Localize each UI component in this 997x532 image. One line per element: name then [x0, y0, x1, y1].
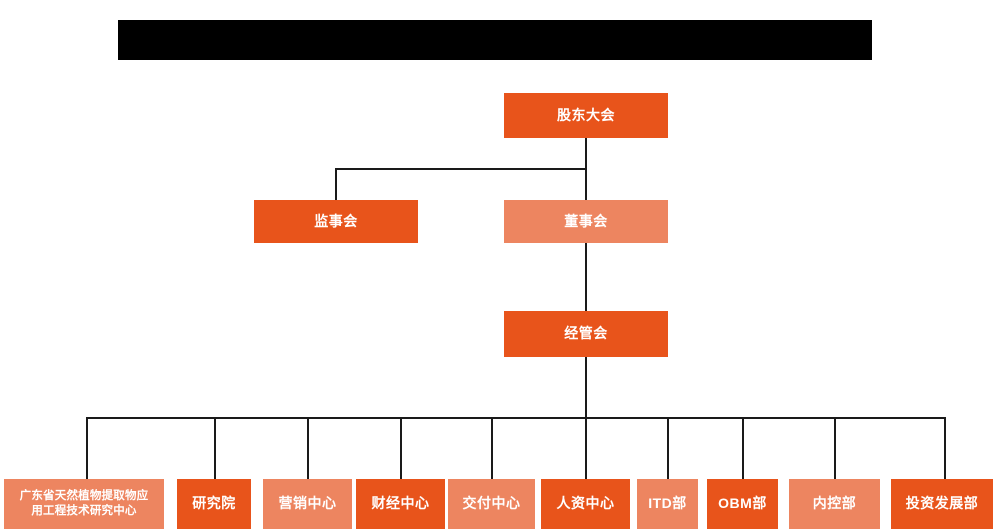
org-node-label: 投资发展部 — [905, 495, 979, 512]
org-node-directors[interactable]: 董事会 — [504, 200, 668, 243]
connector-drop-dept-5 — [491, 417, 493, 479]
connector-drop-dept-7 — [667, 417, 669, 479]
org-node-dept-7[interactable]: ITD部 — [637, 479, 698, 529]
connector-drop-dept-4 — [400, 417, 402, 479]
connector-drop-dept-2 — [214, 417, 216, 479]
org-node-dept-9[interactable]: 内控部 — [789, 479, 880, 529]
org-node-label: 广东省天然植物提取物应 用工程技术研究中心 — [20, 489, 149, 518]
connector-department-bus — [86, 417, 945, 419]
org-node-supervisors[interactable]: 监事会 — [254, 200, 418, 243]
org-node-label-line1: 广东省天然植物提取物应 — [19, 490, 149, 503]
org-node-label: 交付中心 — [462, 495, 521, 512]
org-node-label: 营销中心 — [278, 495, 337, 512]
org-node-dept-4[interactable]: 财经中心 — [356, 479, 445, 529]
org-node-label-line2: 用工程技术研究中心 — [31, 505, 137, 517]
connector-drop-dept-9 — [834, 417, 836, 479]
org-node-dept-10[interactable]: 投资发展部 — [891, 479, 993, 529]
org-node-label: 内控部 — [812, 495, 857, 512]
connector-drop-dept-6 — [585, 417, 587, 479]
org-node-label: 财经中心 — [371, 495, 430, 512]
connector-drop-dept-3 — [307, 417, 309, 479]
connector-shareholders-down — [585, 138, 587, 170]
org-node-dept-6[interactable]: 人资中心 — [541, 479, 630, 529]
redacted-title-banner — [118, 20, 872, 60]
connector-management-to-bus — [585, 357, 587, 418]
org-node-label: 人资中心 — [556, 495, 615, 512]
connector-drop-dept-8 — [742, 417, 744, 479]
org-node-label: 研究院 — [192, 495, 236, 512]
org-node-shareholders[interactable]: 股东大会 — [504, 93, 668, 138]
connector-shareholders-branch — [335, 168, 587, 170]
org-node-label: OBM部 — [718, 495, 767, 512]
connector-directors-drop — [585, 168, 587, 200]
org-node-dept-5[interactable]: 交付中心 — [448, 479, 535, 529]
org-node-label: 股东大会 — [557, 106, 615, 123]
org-node-label: 董事会 — [564, 212, 608, 229]
connector-supervisors-drop — [335, 168, 337, 200]
org-node-dept-2[interactable]: 研究院 — [177, 479, 251, 529]
org-node-dept-8[interactable]: OBM部 — [707, 479, 778, 529]
org-node-dept-3[interactable]: 营销中心 — [263, 479, 352, 529]
org-node-label: 经管会 — [564, 325, 608, 342]
org-node-label: 监事会 — [314, 212, 358, 229]
connector-directors-to-management — [585, 243, 587, 311]
org-node-dept-1[interactable]: 广东省天然植物提取物应 用工程技术研究中心 — [4, 479, 164, 529]
org-node-label: ITD部 — [648, 495, 687, 512]
connector-drop-dept-10 — [944, 417, 946, 479]
org-node-management[interactable]: 经管会 — [504, 311, 668, 357]
connector-drop-dept-1 — [86, 417, 88, 479]
